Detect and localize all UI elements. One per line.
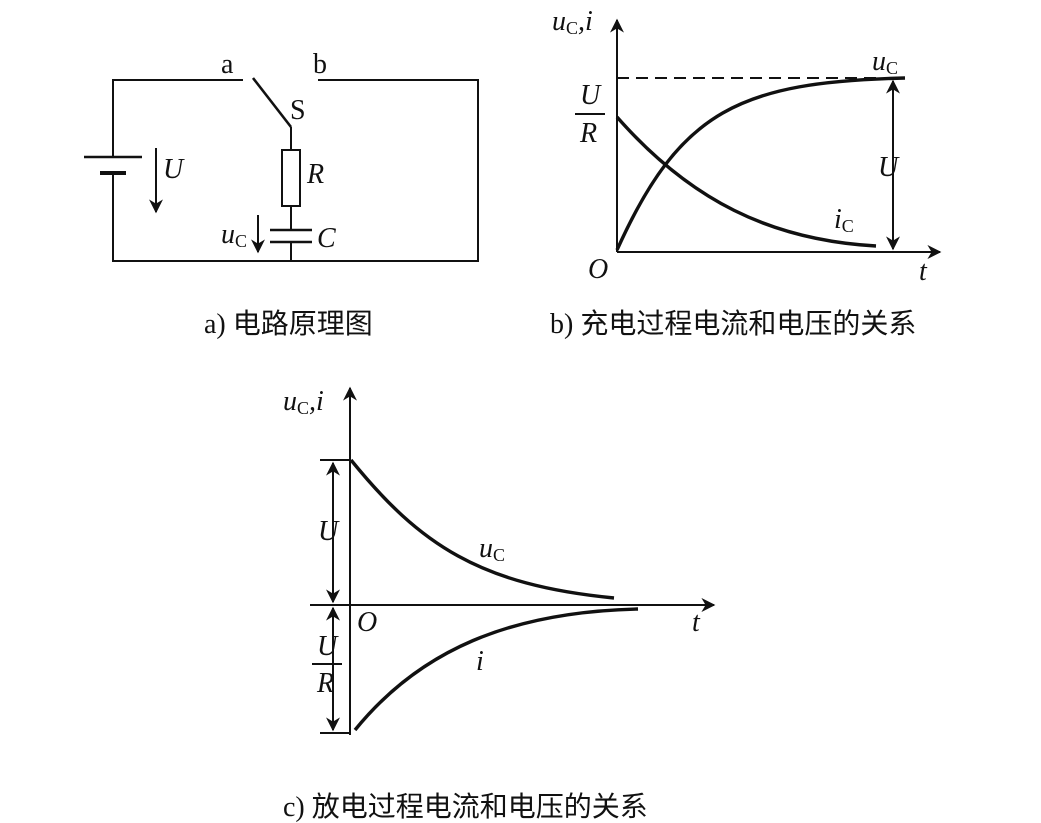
discharging-plot: uC,i O t U U R uC i c) 放电过程电流和电压的关系 bbox=[283, 386, 716, 823]
charging-caption: b) 充电过程电流和电压的关系 bbox=[550, 308, 916, 340]
capacitor-label: C bbox=[317, 223, 336, 254]
voltage-label: U bbox=[163, 154, 185, 185]
charging-u-span-label: U bbox=[878, 152, 900, 183]
discharging-uc-curve bbox=[349, 458, 615, 600]
charging-ic-label: iC bbox=[834, 204, 854, 236]
capacitor-voltage-label: uC bbox=[221, 219, 247, 251]
resistor-label: R bbox=[306, 159, 324, 190]
resistor-symbol bbox=[281, 149, 301, 207]
charging-ur-denominator: R bbox=[579, 118, 597, 149]
switch-label-a: a bbox=[221, 49, 234, 80]
discharging-u-span-label: U bbox=[318, 516, 340, 547]
charging-ic-curve bbox=[615, 115, 877, 248]
charging-origin-label: O bbox=[588, 254, 608, 285]
circuit-wire-bottom-left bbox=[112, 173, 291, 262]
circuit-wire-right bbox=[291, 79, 479, 262]
charging-ur-numerator: U bbox=[580, 80, 602, 111]
switch-label-s: S bbox=[290, 95, 306, 126]
battery-symbol bbox=[84, 155, 142, 175]
circuit-wire-left bbox=[112, 79, 243, 157]
charging-uc-label: uC bbox=[872, 46, 898, 78]
discharging-origin-label: O bbox=[357, 607, 377, 638]
circuit-diagram: U a b S R C uC a) 电路原理图 bbox=[84, 49, 479, 340]
discharging-ur-numerator: U bbox=[317, 631, 339, 662]
capacitor-symbol bbox=[270, 228, 312, 244]
charging-uc-curve bbox=[615, 76, 906, 251]
circuit-caption: a) 电路原理图 bbox=[204, 308, 373, 340]
charging-y-axis-label: uC,i bbox=[552, 6, 593, 38]
discharging-uc-label: uC bbox=[479, 533, 505, 565]
charging-plot: uC,i O t U R U uC iC b) 充电过程电流和电压的关系 bbox=[550, 6, 942, 340]
discharging-x-axis-label: t bbox=[692, 607, 701, 638]
discharging-caption: c) 放电过程电流和电压的关系 bbox=[283, 791, 648, 823]
discharging-ur-denominator: R bbox=[316, 668, 334, 699]
switch-symbol bbox=[251, 77, 293, 150]
discharging-y-axis-label: uC,i bbox=[283, 386, 324, 418]
charging-x-axis-label: t bbox=[919, 256, 928, 287]
discharging-i-curve bbox=[353, 607, 639, 732]
switch-label-b: b bbox=[313, 49, 327, 80]
discharging-i-label: i bbox=[476, 646, 484, 677]
